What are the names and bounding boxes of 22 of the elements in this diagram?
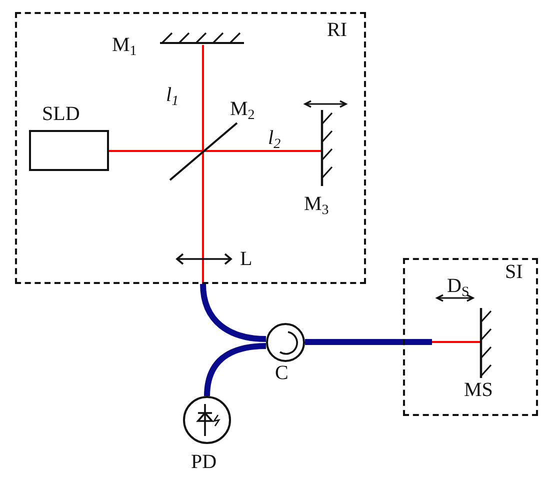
- light-beam: [203, 150, 322, 152]
- light-beam: [109, 150, 203, 152]
- path-label: l$_{2}$: [268, 128, 281, 152]
- component-label: RI: [327, 20, 347, 40]
- optical-fiber: [204, 343, 266, 396]
- component-label: PD: [191, 452, 217, 472]
- path-label: l$_{1}$: [166, 85, 179, 110]
- component-label: SI: [505, 262, 523, 282]
- optical-fiber: [200, 284, 266, 342]
- dashed-frame: [15, 12, 366, 284]
- component-label: MS: [464, 380, 493, 400]
- optical-fiber: [305, 339, 432, 345]
- path-label: D$_{S}$: [447, 276, 470, 300]
- component-label: C: [275, 363, 288, 383]
- light-beam: [202, 151, 204, 259]
- component-label: M$_{3}$: [304, 194, 329, 218]
- component-label: M$_{1}$: [112, 35, 137, 60]
- light-beam: [202, 45, 204, 151]
- component-label: L: [240, 249, 252, 269]
- dashed-frame: [403, 258, 538, 416]
- component-label: SLD: [42, 104, 80, 124]
- component-label: M$_{2}$: [230, 99, 255, 124]
